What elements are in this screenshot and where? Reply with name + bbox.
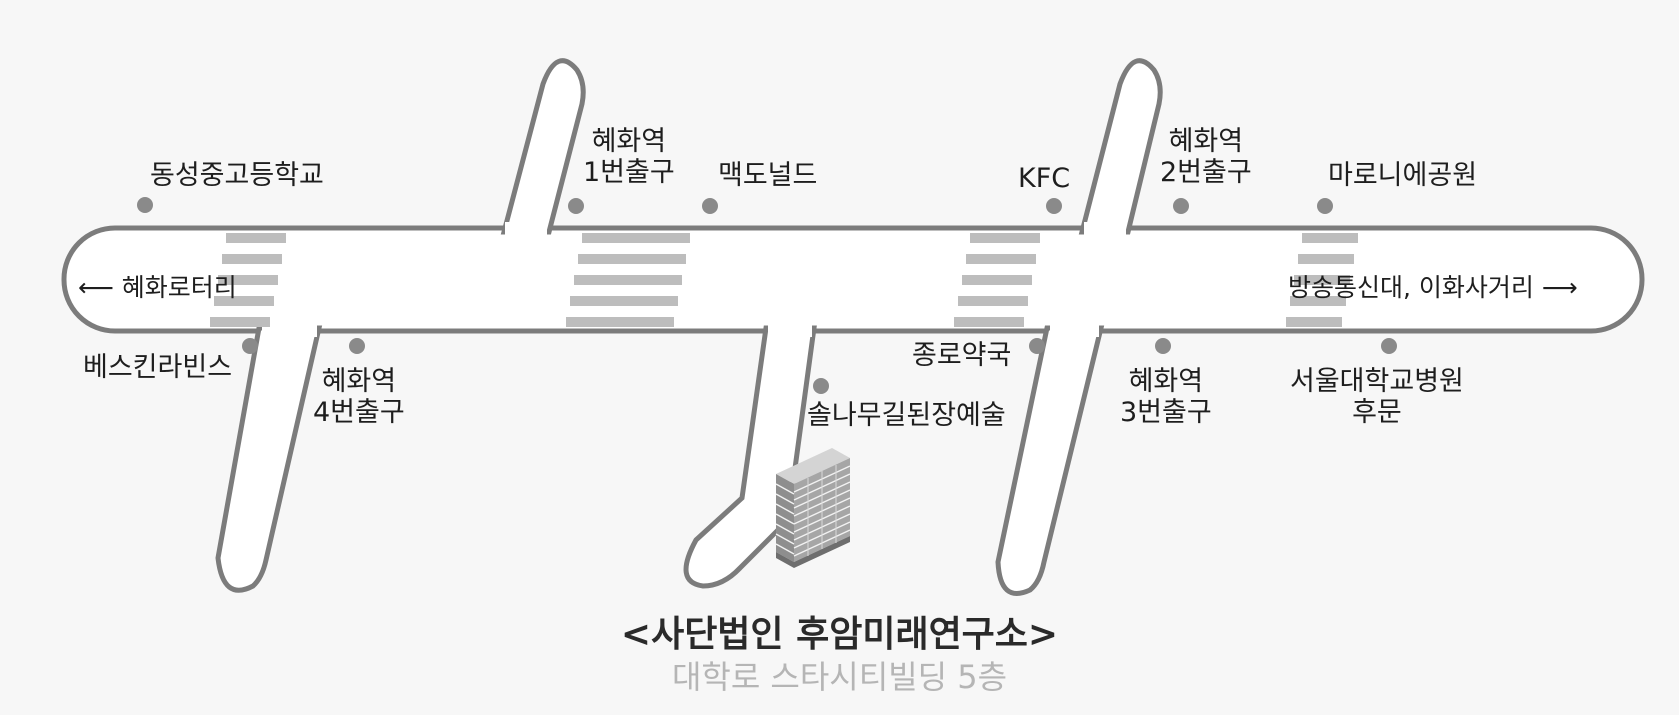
direction-right: 방송통신대, 이화사거리 ⟶: [1288, 273, 1578, 302]
label-maronie: 마로니에공원: [1328, 160, 1478, 191]
label-mcdonalds: 맥도널드: [718, 160, 818, 191]
marker-dongsung: [137, 197, 153, 213]
marker-exit3: [1155, 338, 1171, 354]
building-icon: [775, 448, 851, 568]
crosswalk-2: [566, 233, 690, 327]
marker-snuh: [1381, 338, 1397, 354]
marker-exit1: [568, 198, 584, 214]
marker-jongro: [1029, 338, 1045, 354]
road-upper-right: [1078, 58, 1163, 235]
road-upper-left: [500, 58, 586, 235]
label-sollamu: 솔나무길된장예술: [807, 400, 1006, 431]
label-baskin: 베스킨라빈스: [83, 352, 233, 383]
map-title: <사단법인 후암미래연구소>: [620, 614, 1059, 655]
main-road: [61, 225, 1645, 334]
crosswalk-3: [954, 233, 1040, 327]
label-dongsung: 동성중고등학교: [150, 160, 324, 191]
crosswalk-4: [1286, 233, 1358, 327]
direction-left: ⟵ 혜화로터리: [78, 273, 237, 302]
marker-mcdonalds: [702, 198, 718, 214]
crosswalk-1: [210, 233, 286, 327]
marker-exit4: [349, 338, 365, 354]
road-lower-left: [215, 325, 323, 593]
road-lower-right: [995, 325, 1105, 596]
marker-baskin: [242, 338, 258, 354]
marker-maronie: [1317, 198, 1333, 214]
marker-exit2: [1173, 198, 1189, 214]
label-jongro: 종로약국: [912, 340, 1012, 371]
map-subtitle: 대학로 스타시티빌딩 5층: [671, 658, 1008, 696]
label-kfc: KFC: [1018, 163, 1071, 194]
road-junctions: [262, 222, 1126, 337]
marker-sollamu: [813, 378, 829, 394]
location-markers: [137, 197, 1397, 394]
marker-kfc: [1046, 198, 1062, 214]
